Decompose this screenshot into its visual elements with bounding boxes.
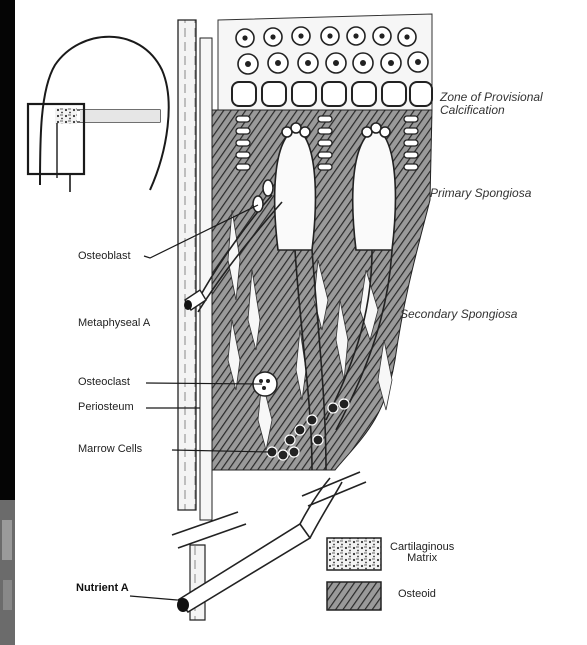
osteoblast-label: Osteoblast: [78, 251, 131, 262]
zone-provisional-label: Zone of Provisional Calcification: [440, 91, 543, 116]
osteoid-legend-label: Osteoid: [398, 589, 436, 600]
osteoclast-label: Osteoclast: [78, 377, 130, 388]
dark-edge: [0, 0, 15, 645]
primary-spongiosa-label: Primary Spongiosa: [430, 187, 531, 199]
zone-provisional-line1: Zone of Provisional: [440, 91, 543, 104]
legend-swatches: [327, 538, 381, 610]
cartilaginous-swatch: [327, 538, 381, 570]
secondary-spongiosa-label: Secondary Spongiosa: [400, 308, 517, 320]
metaphyseal-a-label: Metaphyseal A: [78, 318, 150, 329]
nutrient-a-label: Nutrient A: [76, 583, 129, 594]
cartilage-zone: [218, 14, 432, 110]
marrow-cells-label: Marrow Cells: [78, 444, 142, 455]
cartilaginous-line2: Matrix: [390, 553, 454, 564]
zone-provisional-line2: Calcification: [440, 104, 543, 117]
osteoid-swatch: [327, 582, 381, 610]
bone-head-inset: [28, 37, 169, 192]
cartilaginous-legend-label: Cartilaginous Matrix: [390, 542, 454, 564]
cortex-strip: [178, 20, 212, 620]
periosteum-label: Periosteum: [78, 402, 134, 413]
